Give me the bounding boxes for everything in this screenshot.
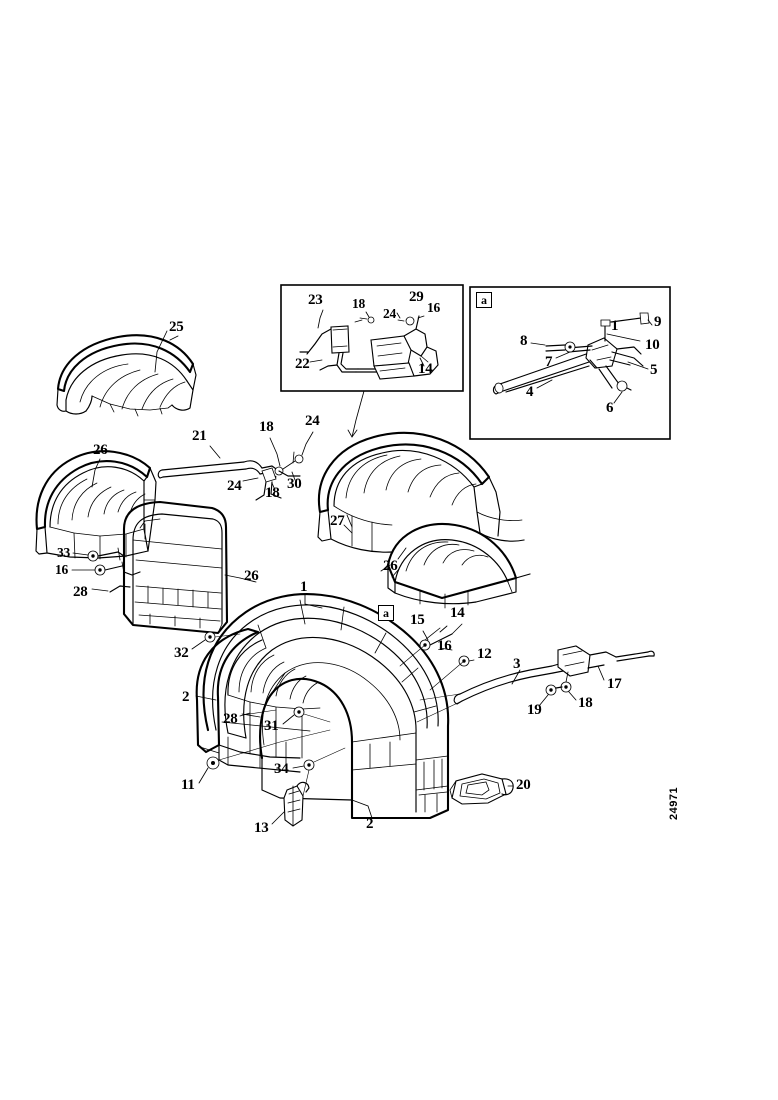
inset-left-callout-22: 22 [295,356,310,372]
callout-13: 13 [254,820,269,836]
part-25-fender-skin [56,330,197,417]
callout-18-right: 18 [578,695,593,711]
fasteners-12-14-15-16 [399,623,475,723]
callout-18-lower: 18 [265,485,280,501]
callout-31: 31 [264,718,279,734]
callout-12: 12 [477,646,492,662]
callout-30: 30 [287,476,302,492]
inset-right-callout-1: 1 [611,318,619,334]
callout-27: 27 [330,513,345,529]
inset-right-callout-4: 4 [526,384,534,400]
callout-20: 20 [516,777,531,793]
callout-16-main: 16 [437,638,452,654]
right-inset-linkage [492,312,653,404]
callout-25: 25 [169,319,184,335]
callout-24-upper: 24 [305,413,320,429]
right-inset-frame [469,286,671,440]
inset-left-callout-29: 29 [409,289,424,305]
inset-right-callout-7: 7 [545,354,553,370]
fasteners-33-16-28 [71,547,141,593]
sheet-code: 24971 [668,786,680,820]
callout-32: 32 [174,645,189,661]
part-26-upper-left-fender [35,450,157,560]
fasteners-bottom [191,631,373,827]
left-inset-linkage [299,309,439,380]
inset-right-callout-5: 5 [650,362,658,378]
left-inset-frame [280,284,464,392]
callout-3: 3 [513,656,521,672]
part-21-support-arm [157,431,314,501]
part-20-bracket [449,773,514,805]
callout-19: 19 [527,702,542,718]
callout-28-left: 28 [73,584,88,600]
inset-left-callout-24: 24 [383,306,396,321]
part-1-main-fender [202,593,450,820]
inset-left-callout-14: 14 [418,361,433,377]
callout-34: 34 [274,761,289,777]
callout-17: 17 [607,676,622,692]
callout-18-upper: 18 [259,419,274,435]
inset-left-callout-16: 16 [427,300,440,315]
callout-28-main: 28 [223,711,238,727]
callout-2-upper: 2 [182,689,190,705]
callout-15: 15 [410,612,425,628]
part-2-main-liner [195,627,321,773]
inset-right-callout-10: 10 [645,337,660,353]
part-26-left-liner [122,500,241,635]
left-detail-inset-group [280,284,464,392]
callout-24-lower: 24 [227,478,242,494]
callout-14-main: 14 [450,605,465,621]
part-3-support-arm [453,645,655,707]
sub-assembly-tag-a-main: a [378,605,394,621]
callout-21: 21 [192,428,207,444]
callout-26-left-liner: 26 [244,568,259,584]
inset-right-callout-8: 8 [520,333,528,349]
callout-11: 11 [181,777,195,793]
inset-right-callout-6: 6 [606,400,614,416]
callout-2-lower: 2 [366,816,374,832]
callout-26-upper-left: 26 [93,442,108,458]
part-27-upper-right-fender [317,431,525,560]
part-26-right-liner [386,523,531,609]
callout-26-right-liner: 26 [383,558,398,574]
inset-left-callout-23: 23 [308,292,323,308]
callout-1-main: 1 [300,579,308,595]
callout-16-left: 16 [55,562,68,577]
callout-leaders [169,335,391,609]
inset-right-callout-9: 9 [654,314,662,330]
inset-left-callout-18: 18 [352,296,365,311]
right-detail-inset-group [469,286,671,440]
sub-assembly-tag-a-inset: a [476,292,492,308]
callout-33: 33 [57,545,70,560]
